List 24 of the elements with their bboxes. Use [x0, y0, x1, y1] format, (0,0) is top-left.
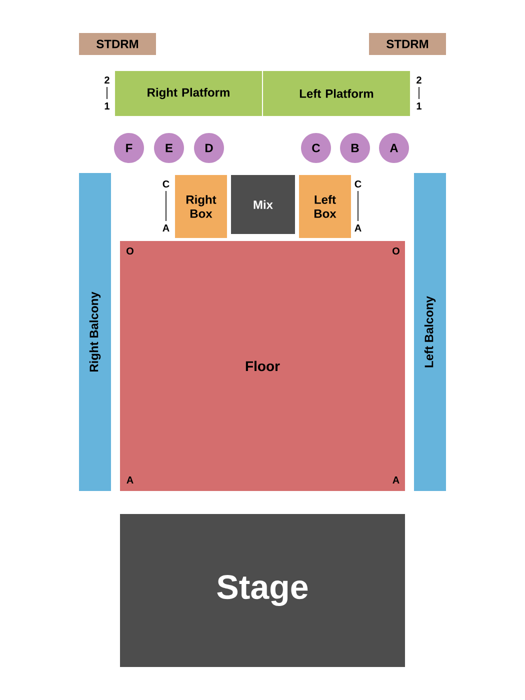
row-label: C	[162, 180, 170, 188]
balcony-box: Right Balcony	[79, 173, 111, 491]
row-label: 2	[104, 76, 110, 84]
section-box: Left Platform	[263, 71, 410, 116]
section-box: Right Platform	[115, 71, 262, 116]
row-label: 1	[104, 102, 110, 110]
row-label: O	[392, 247, 400, 255]
row-label: 2	[416, 76, 422, 84]
node-label: Right Platform	[148, 88, 230, 100]
row-label: A	[354, 224, 362, 232]
node-label: Left Platform	[300, 89, 374, 98]
row-label: A	[162, 224, 170, 232]
row-label: 1	[416, 102, 422, 110]
section-box: Right Box	[175, 175, 227, 238]
mix-box: Mix	[231, 175, 295, 234]
row-label: C	[354, 180, 362, 188]
row-label: A	[392, 476, 400, 484]
standing-room-box: STDRM	[369, 33, 446, 55]
row-label: O	[126, 247, 134, 255]
standing-room-box: STDRM	[79, 33, 156, 55]
stage-box: Stage	[120, 514, 405, 667]
section-box: Left Box	[299, 175, 351, 238]
row-label: A	[126, 476, 134, 484]
balcony-box: Left Balcony	[414, 173, 446, 491]
